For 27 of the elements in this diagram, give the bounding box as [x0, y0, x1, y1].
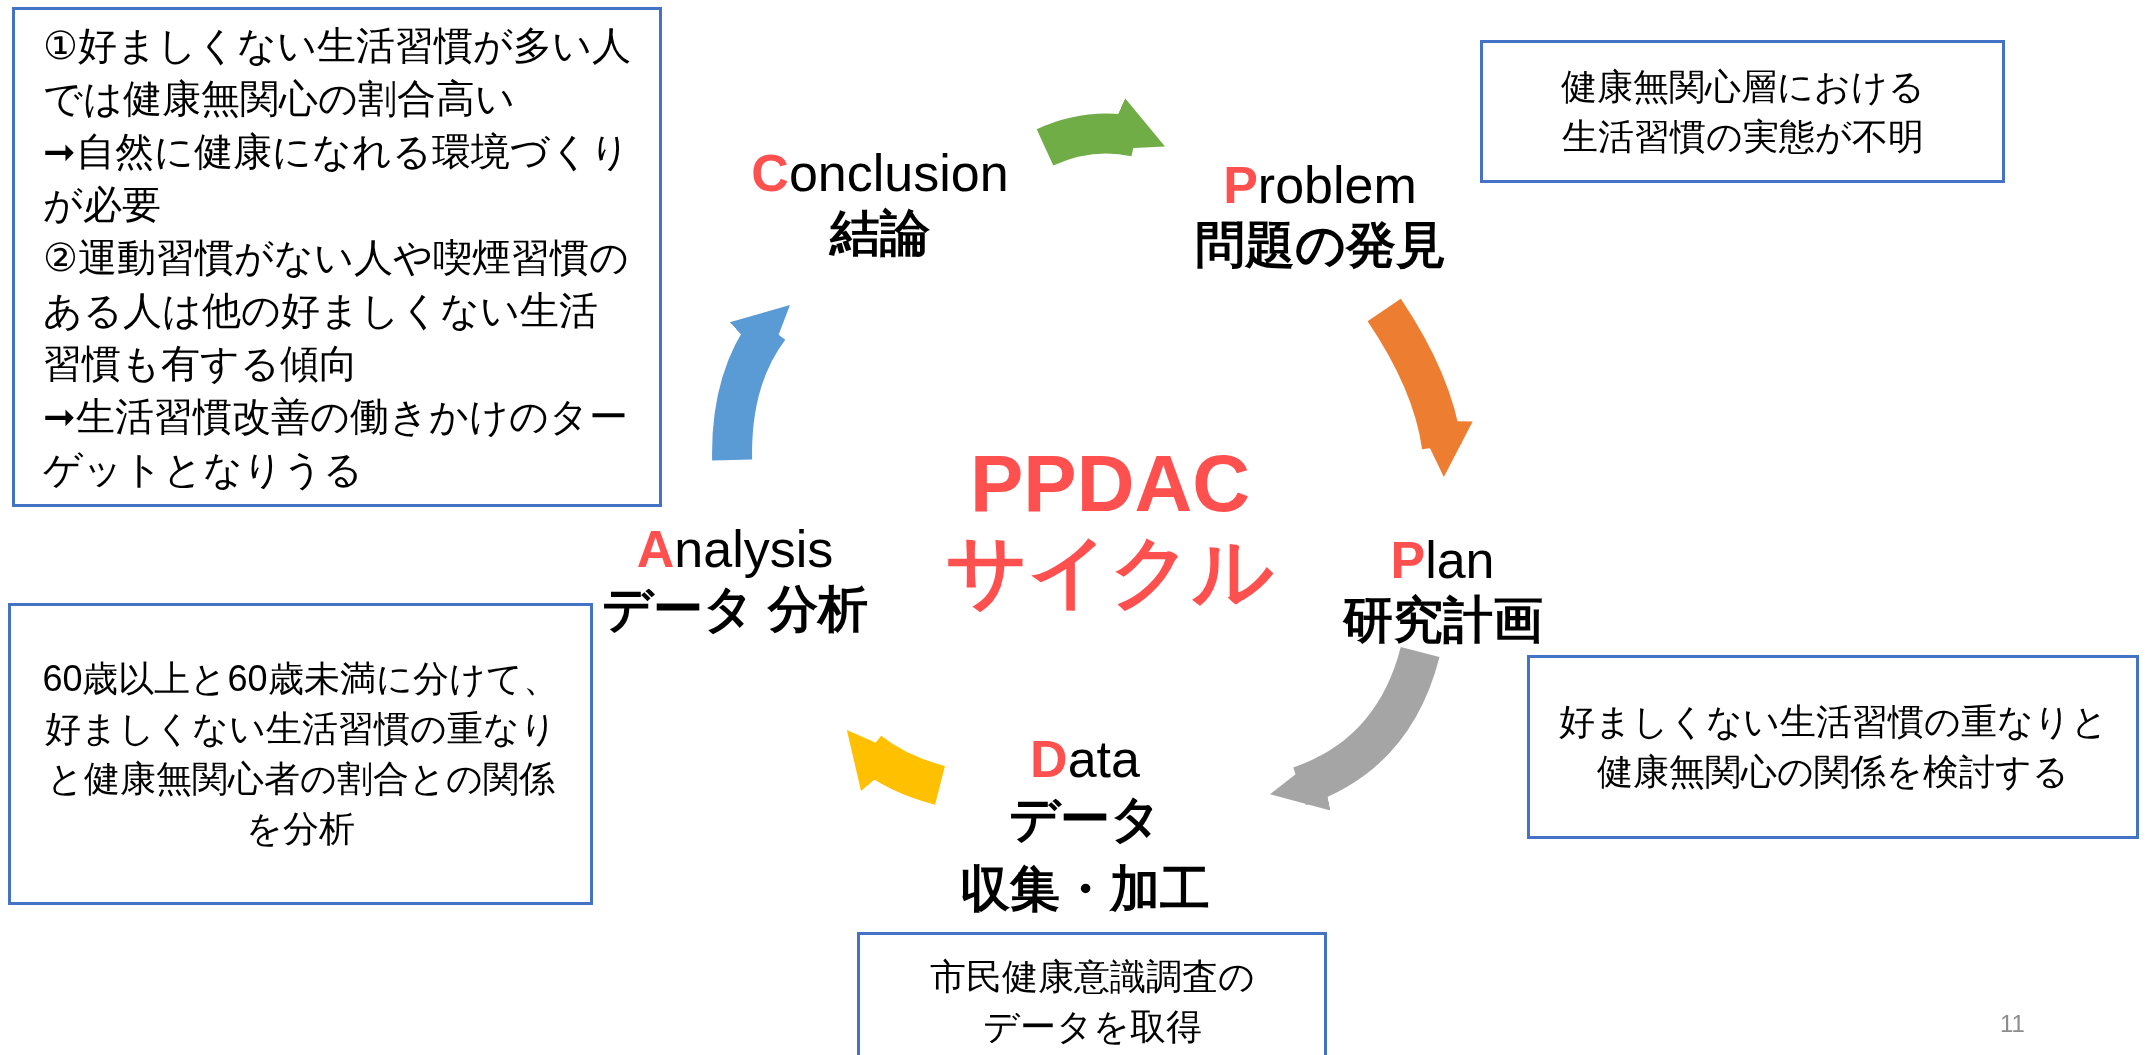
stage-heading: 問題の発見	[1194, 216, 1446, 275]
stage-heading: 研究計画	[1342, 591, 1543, 650]
stage-heading: 収集・加工	[960, 860, 1210, 919]
note-box	[1527, 655, 2139, 839]
stage-name: Analysis	[636, 520, 834, 578]
note-text: 60歳以上と60歳未満に分けて、好ましくない生活習慣の重なりと健康無関心者の割合との関係を分析	[41, 657, 560, 851]
block-arrow	[1367, 299, 1471, 478]
note-text: 市民健康意識調査のデータを取得	[928, 955, 1256, 1049]
note-box	[1480, 40, 2005, 183]
stage-heading: データ 分析	[602, 580, 868, 639]
note-box	[12, 7, 662, 507]
note-text: 好ましくない生活習慣の重なりと健康無関心の関係を検討する	[1557, 700, 2109, 794]
stage-heading: 結論	[830, 204, 930, 263]
note-box	[857, 932, 1327, 1055]
note-text: ①好ましくない生活習慣が多い人では健康無関心の割合高い	[43, 22, 631, 122]
page-number: 11	[2000, 1010, 2025, 1038]
stage-heading: データ	[1009, 790, 1161, 849]
note-text: ②運動習慣がない人や喫煙習慣のある人は他の好ましくない生活習慣も有する傾向	[43, 234, 630, 387]
cycle-title: PPDAC サイクル	[945, 440, 1275, 616]
stage-name: Plan	[1390, 531, 1495, 589]
stage-name: Data	[1030, 730, 1140, 788]
stage-name: Conclusion	[751, 144, 1009, 202]
note-box	[8, 603, 593, 905]
stage-name: Problem	[1223, 156, 1417, 214]
note-text: 健康無関心層における生活習慣の実態が不明	[1559, 64, 1926, 159]
note-text: ➞生活習慣改善の働きかけのターゲットとなりうる	[43, 393, 629, 493]
note-text: ➞自然に健康になれる環境づくりが必要	[43, 128, 631, 228]
